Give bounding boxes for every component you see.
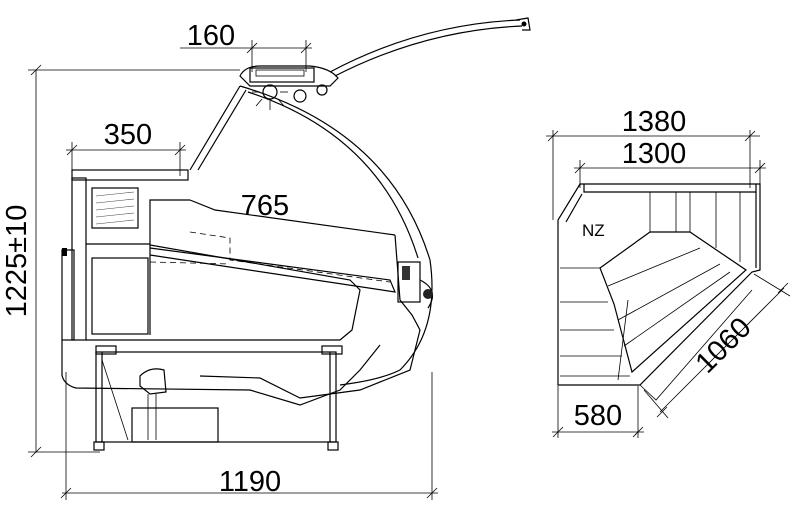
corner-label: NZ: [582, 221, 605, 240]
base-depth-dimension: [552, 386, 644, 438]
height-label: 1225±10: [1, 205, 33, 318]
shelf-depth-label: 350: [104, 119, 152, 151]
overall-length-label: 1190: [219, 466, 281, 498]
shelf-dashed-outline: [189, 231, 391, 283]
inner-width-label: 1300: [622, 138, 687, 170]
diagonal-length-label: 1060: [690, 312, 758, 380]
front-glass-inner: [247, 91, 419, 259]
top-width-label: 160: [187, 20, 235, 52]
base-depth-label: 580: [574, 400, 622, 432]
knob-icon: [423, 289, 433, 299]
front-controller: [397, 261, 421, 303]
lower-housing: [61, 340, 381, 406]
rear-glass: [189, 85, 241, 171]
height-dimension: [28, 64, 240, 458]
canopy-cover: [239, 65, 339, 87]
base-frame: [93, 345, 343, 451]
upper-glass-line: [189, 199, 396, 236]
diagonal-dimension: [643, 273, 791, 419]
rear-compartment: [91, 257, 149, 335]
canopy-light-icon: [262, 84, 278, 100]
canopy: [249, 67, 315, 83]
outer-width-label: 1380: [622, 106, 687, 138]
compressor-pipe: [139, 368, 167, 395]
inner-width-dimension: [574, 160, 766, 188]
plan-view: NZ 1380 1300 580 1060: [546, 106, 791, 438]
rear-insulation: [61, 249, 75, 341]
top-width-dimension: [180, 40, 312, 72]
front-panel: [199, 234, 421, 399]
lid-swing-arc: [329, 19, 521, 73]
front-glass-outer: [239, 85, 431, 261]
light-rays: [252, 91, 288, 110]
counter-outline: [557, 183, 761, 386]
rear-wall: [71, 177, 87, 341]
overall-length-dimension: [60, 372, 438, 500]
side-view: 160 350 765 1190 1225±10: [1, 17, 531, 500]
work-shelf: [71, 169, 189, 181]
glass-length-label: 765: [241, 190, 289, 222]
display-well: [86, 199, 361, 341]
outer-width-dimension: [546, 130, 760, 220]
control-panel: [91, 187, 139, 229]
compressor: [131, 407, 219, 443]
rear-fitting: [62, 248, 67, 256]
display-shelf: [149, 247, 396, 293]
